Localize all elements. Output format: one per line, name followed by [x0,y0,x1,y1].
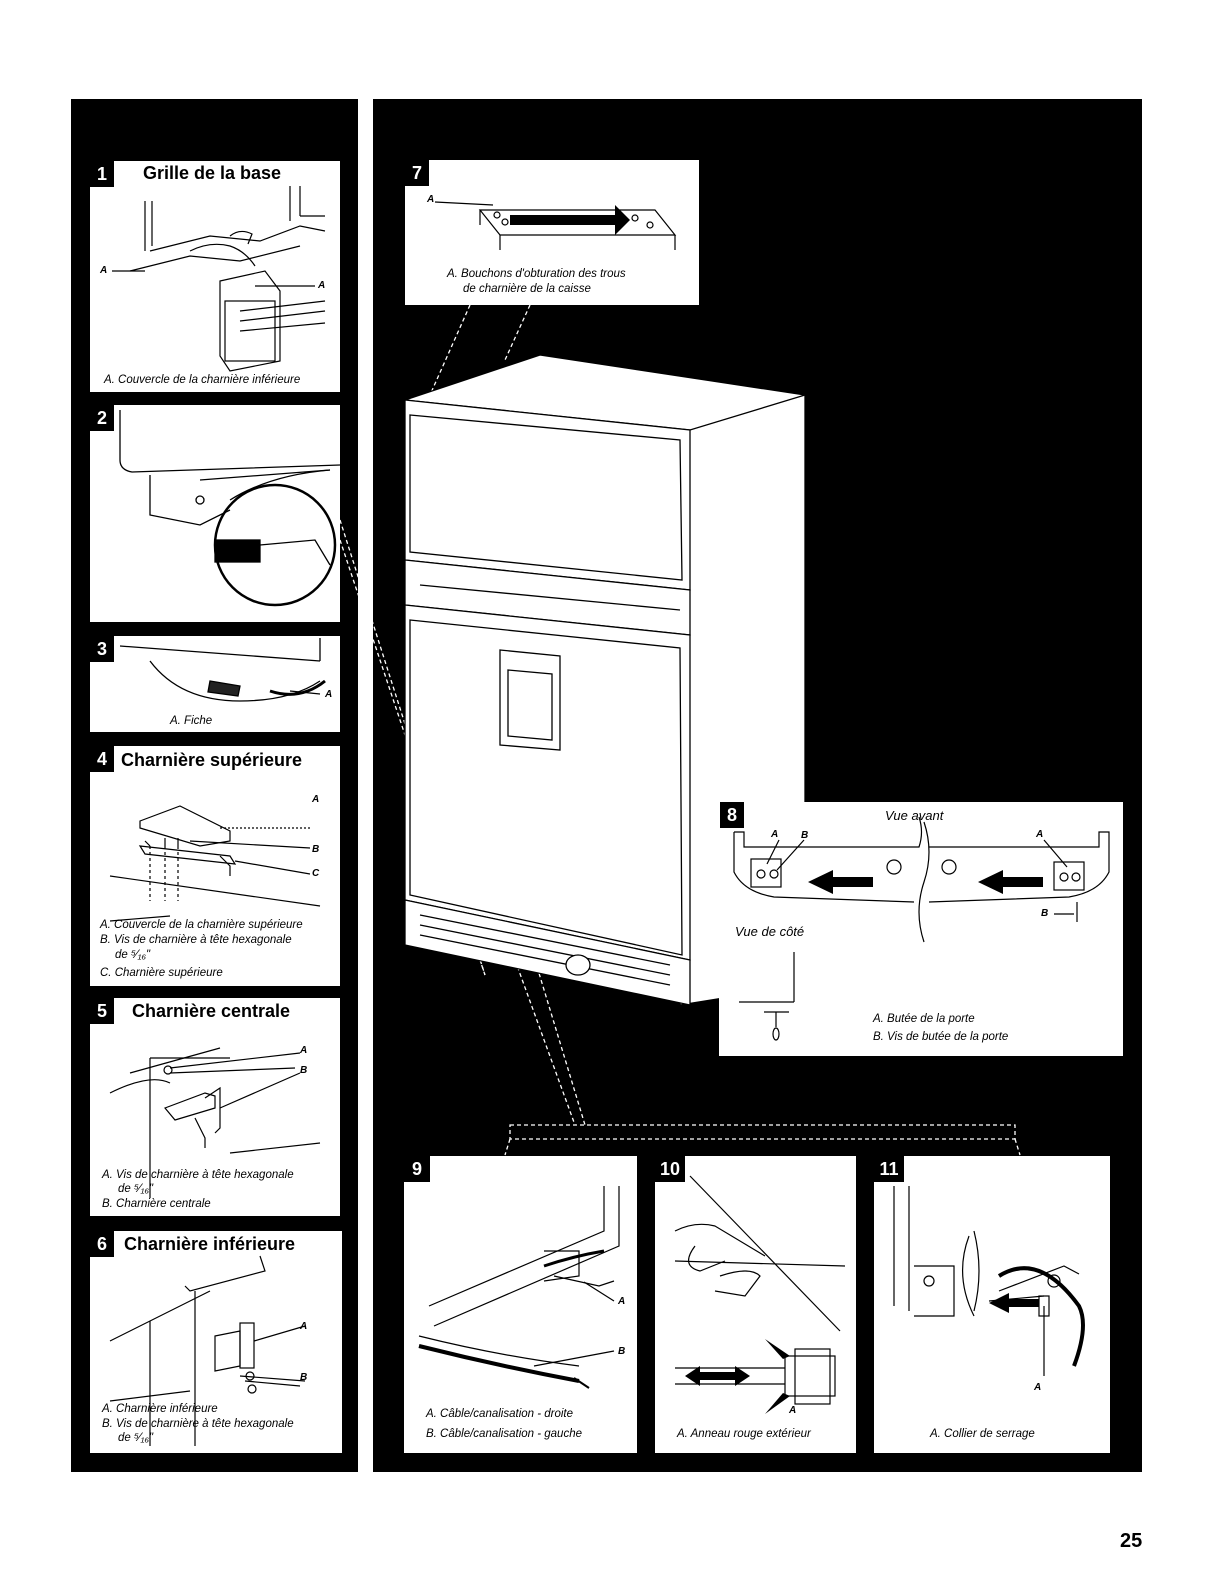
label-a-left: A [771,829,779,840]
label-b: B [300,1065,308,1076]
page-number: 25 [1120,1530,1143,1552]
step-1-title: Grille de la base [143,163,282,183]
step-4-caption-b2: de ⁵⁄₁₆" [115,949,151,961]
step-7-caption-1: A. Bouchons d'obturation des trous [447,268,626,280]
step-4-title: Charnière supérieure [121,750,303,770]
step-5-title: Charnière centrale [132,1001,291,1021]
step-8-caption-a: A. Butée de la porte [873,1013,975,1025]
step-6-number: 6 [90,1231,114,1257]
step-6-caption-b: B. Vis de charnière à tête hexagonale [102,1418,294,1430]
label-a-right: A [318,280,326,291]
front-view-label: Vue avant [885,808,944,823]
step-10-caption: A. Anneau rouge extérieur [677,1428,811,1440]
step-3-caption: A. Fiche [170,715,213,727]
step-3-panel: A A. Fiche [90,636,340,732]
step-2-panel [90,405,340,622]
side-view-label: Vue de côté [735,924,805,939]
step-2-number: 2 [90,405,114,431]
step-6-caption-b2: de ⁵⁄₁₆" [118,1432,154,1444]
step-8-caption-b: B. Vis de butée de la porte [873,1031,1009,1043]
base-grille-illustration [112,186,326,372]
hole-plugs-illustration [434,201,677,250]
center-hinge-illustration [109,1047,321,1198]
top-hinge-illustration [109,805,321,922]
step-10-number: 10 [655,1156,685,1182]
cables-illustration [418,1186,620,1389]
step-6-title: Charnière inférieure [124,1234,296,1254]
label-c: C [312,868,320,879]
label-b: B [312,844,320,855]
step-8-panel: Vue avant A B A B Vue de côté A. Butée d… [719,802,1123,1056]
plug-illustration [119,638,326,702]
label-b-top: B [801,830,809,841]
label-a-left: A [100,265,108,276]
step-9-panel: A B A. Câble/canalisation - droite B. Câ… [404,1156,637,1453]
label-a-right: A [1036,829,1044,840]
step-1-caption: A. Couvercle de la charnière inférieure [104,374,301,386]
door-stop-illustration [733,816,1110,1041]
step-5-panel: A B A. Vis de charnière à tête hexagonal… [90,998,340,1216]
step-6-caption-a: A. Charnière inférieure [102,1403,218,1415]
step-4-number: 4 [90,746,114,772]
label-a: A [312,794,320,805]
label-b-right: B [1041,908,1049,919]
label-a: A [789,1405,797,1416]
step-9-caption-a: A. Câble/canalisation - droite [426,1408,574,1420]
step-9-number: 9 [404,1156,430,1182]
step-5-caption-b: B. Charnière centrale [102,1198,211,1210]
step-8-number: 8 [720,802,744,828]
label-a: A [325,689,333,700]
step-10-panel: A A. Anneau rouge extérieur [655,1156,856,1453]
step-11-number: 11 [874,1156,904,1182]
label-a: A [1034,1382,1042,1393]
step-1-panel: A A A. Couvercle de la charnière inférie… [90,161,340,392]
bottom-hinge-illustration [109,1255,306,1446]
step-7-number: 7 [405,160,429,186]
label-a: A [618,1296,626,1307]
step-11-caption: A. Collier de serrage [930,1428,1035,1440]
step-7-caption-2: de charnière de la caisse [463,283,591,295]
step-11-panel: A A. Collier de serrage [874,1156,1110,1453]
step-4-caption-b: B. Vis de charnière à tête hexagonale [100,934,292,946]
step-4-caption-a: A. Couvercle de la charnière supérieure [100,919,303,931]
step-5-number: 5 [90,998,114,1024]
label-b: B [300,1372,308,1383]
label-a: A [427,194,435,205]
plug-disconnect-illustration [119,410,340,607]
step-5-caption-a2: de ⁵⁄₁₆" [118,1183,154,1195]
label-b: B [618,1346,626,1357]
step-5-caption-a: A. Vis de charnière à tête hexagonale [102,1169,294,1181]
step-1-number: 1 [90,161,114,187]
step-7-panel: A A. Bouchons d'obturation des trous de … [405,160,699,305]
step-6-panel: A B A. Charnière inférieure B. Vis de ch… [90,1231,342,1453]
red-ring-illustration [674,1175,846,1414]
step-9-caption-b: B. Câble/canalisation - gauche [426,1428,582,1440]
step-3-number: 3 [90,636,114,662]
step-4-caption-c: C. Charnière supérieure [100,967,223,979]
step-4-panel: A B C A. Couvercle de la charnière supér… [90,746,340,986]
label-a: A [300,1321,308,1332]
label-a: A [300,1045,308,1056]
clamp-illustration [893,1186,1085,1376]
